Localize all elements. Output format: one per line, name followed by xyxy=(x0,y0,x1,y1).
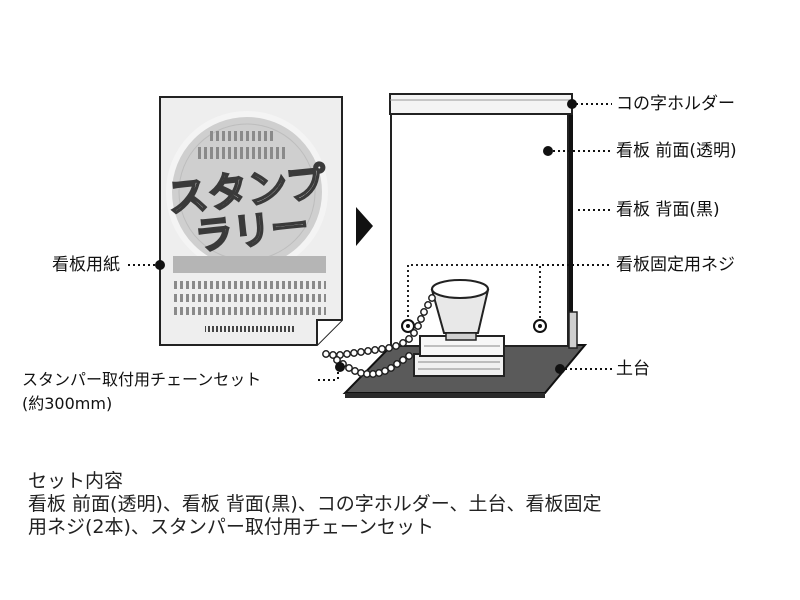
set-contents-line1: 看板 前面(透明)、看板 背面(黒)、コの字ホルダー、土台、看板固定 xyxy=(28,493,602,515)
sign-stand xyxy=(342,93,588,398)
stamp-pad-stack xyxy=(413,335,505,377)
stamp-title-line1: スタンプ xyxy=(166,160,329,222)
pointer-base xyxy=(555,364,565,374)
paper-gray-bar xyxy=(173,256,326,273)
sign-paper: スタンプ ラリー xyxy=(159,96,343,346)
back-panel xyxy=(567,100,573,345)
set-contents: セット内容 看板 前面(透明)、看板 背面(黒)、コの字ホルダー、土台、看板固定… xyxy=(28,470,768,539)
label-paper: 看板用紙 xyxy=(52,255,120,275)
pointer-front-panel xyxy=(543,146,553,156)
arrow-icon xyxy=(356,207,373,246)
set-contents-line2: 用ネジ(2本)、スタンパー取付用チェーンセット xyxy=(28,516,434,538)
set-contents-heading: セット内容 xyxy=(28,470,124,492)
label-front-panel: 看板 前面(透明) xyxy=(616,141,737,161)
label-chain-length: (約300mm) xyxy=(22,394,113,413)
label-chain: スタンパー取付用チェーンセット xyxy=(22,370,262,389)
pointer-paper xyxy=(155,260,165,270)
u-holder xyxy=(389,93,573,115)
pointer-holder xyxy=(567,99,577,109)
label-u-holder: コの字ホルダー xyxy=(616,94,735,114)
label-base: 土台 xyxy=(616,359,650,379)
pointer-chain xyxy=(335,362,345,372)
chain xyxy=(322,294,436,378)
stamper xyxy=(430,279,490,341)
label-screws: 看板固定用ネジ xyxy=(616,255,735,275)
label-back-panel: 看板 背面(黒) xyxy=(616,200,720,220)
